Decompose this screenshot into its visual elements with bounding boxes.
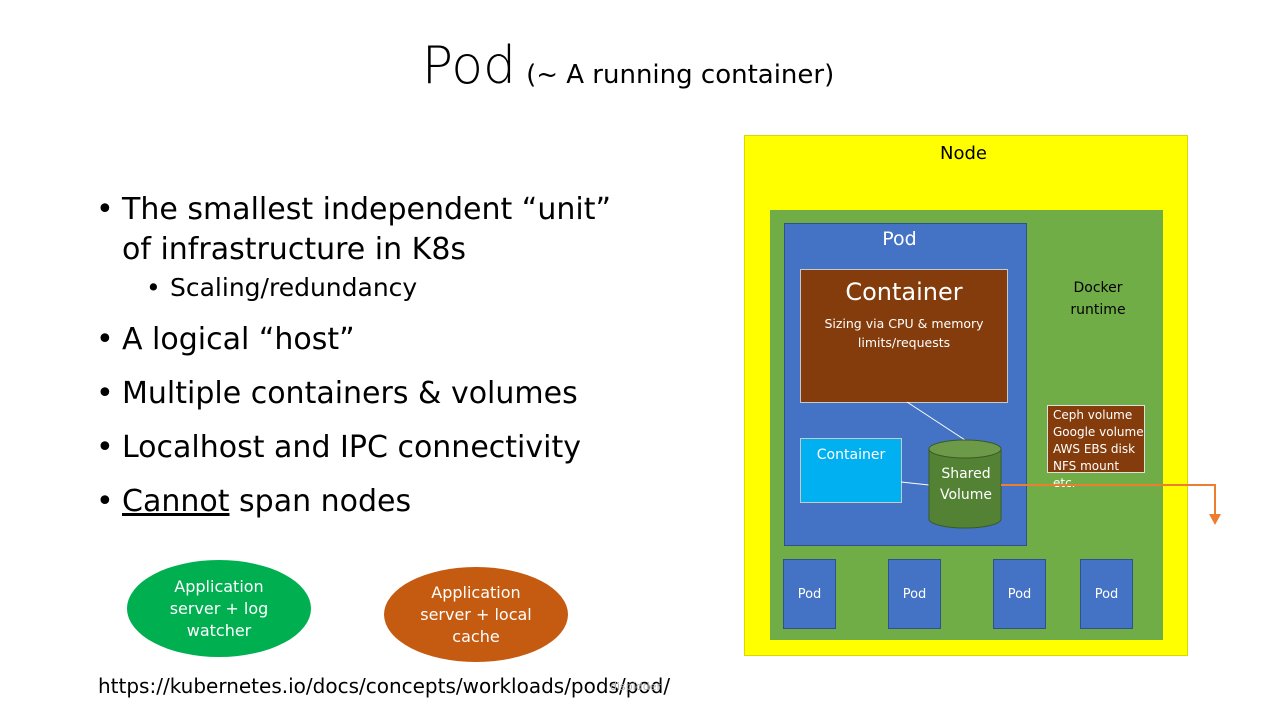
title-subtitle: (~ A running container)	[526, 60, 835, 90]
bullet-item-containers: Multiple containers & volumes	[96, 374, 696, 414]
container-secondary-label: Container	[816, 447, 886, 463]
container-main-sizing-line2: limits/requests	[857, 335, 951, 350]
volume-type-aws: AWS EBS disk	[1053, 442, 1136, 456]
volume-type-ceph: Ceph volume	[1053, 408, 1133, 422]
volume-type-google: Google volume	[1053, 425, 1144, 439]
bullet-item-connectivity: Localhost and IPC connectivity	[96, 428, 696, 468]
ellipse-orange-line1: Application	[431, 582, 521, 602]
small-pod-3: Pod	[993, 559, 1046, 629]
bullet-item-unit-line1: The smallest independent “unit”	[122, 192, 612, 227]
volume-types-box: Ceph volume Google volume AWS EBS disk N…	[1047, 405, 1145, 490]
small-pod-4: Pod	[1080, 559, 1133, 629]
external-volume-arrowhead	[1209, 514, 1221, 525]
reference-url: https://kubernetes.io/docs/concepts/work…	[98, 674, 671, 698]
container-main-box: Container Sizing via CPU & memory limits…	[800, 269, 1008, 403]
node-label: Node	[940, 143, 987, 164]
ellipse-orange-line2: server + local	[420, 604, 532, 624]
ellipse-green-line1: Application	[174, 576, 264, 596]
small-pod-1: Pod	[783, 559, 836, 629]
docker-label-line2: runtime	[1070, 302, 1126, 318]
external-volume-arrow	[1001, 484, 1216, 517]
shared-volume-line2: Volume	[939, 487, 993, 503]
ellipse-local-cache: Application server + local cache	[384, 567, 568, 662]
cannot-underlined: Cannot	[122, 484, 230, 519]
bullet-item-unit: The smallest independent “unit” of infra…	[96, 190, 696, 270]
title-main: Pod	[421, 36, 517, 96]
bullet-item-span: Cannot span nodes	[96, 482, 696, 522]
bullet-item-host: A logical “host”	[96, 320, 696, 360]
ellipse-log-watcher: Application server + log watcher	[127, 560, 311, 657]
small-pod-2: Pod	[888, 559, 941, 629]
connector-secondary-volume	[900, 481, 930, 486]
container-main-sizing: Sizing via CPU & memory limits/requests	[801, 314, 1007, 352]
volume-type-nfs: NFS mount etc.	[1053, 459, 1120, 490]
bullet-list: The smallest independent “unit” of infra…	[96, 190, 696, 522]
shared-volume-cylinder	[928, 439, 1002, 529]
pod-label: Pod	[882, 228, 917, 250]
ellipse-orange-line3: cache	[452, 626, 500, 646]
docker-label-line1: Docker	[1073, 280, 1123, 296]
connector-container-volume	[906, 401, 966, 441]
span-nodes-text: span nodes	[229, 484, 412, 519]
bullet-item-unit-line2: of infrastructure in K8s	[122, 232, 467, 267]
shared-volume-label: Shared Volume	[930, 464, 1002, 506]
container-main-sizing-line1: Sizing via CPU & memory	[824, 316, 984, 331]
watermark: dispidder	[610, 680, 662, 693]
container-main-label: Container	[845, 278, 963, 306]
container-secondary-box: Container	[800, 438, 902, 503]
shared-volume-line1: Shared	[941, 466, 991, 482]
ellipse-green-line3: watcher	[186, 620, 252, 640]
sub-bullet-scaling: Scaling/redundancy	[96, 270, 696, 306]
docker-runtime-label: Docker runtime	[1058, 277, 1138, 321]
ellipse-green-line2: server + log	[169, 598, 269, 618]
slide-title: Pod (~ A running container)	[0, 36, 1256, 96]
